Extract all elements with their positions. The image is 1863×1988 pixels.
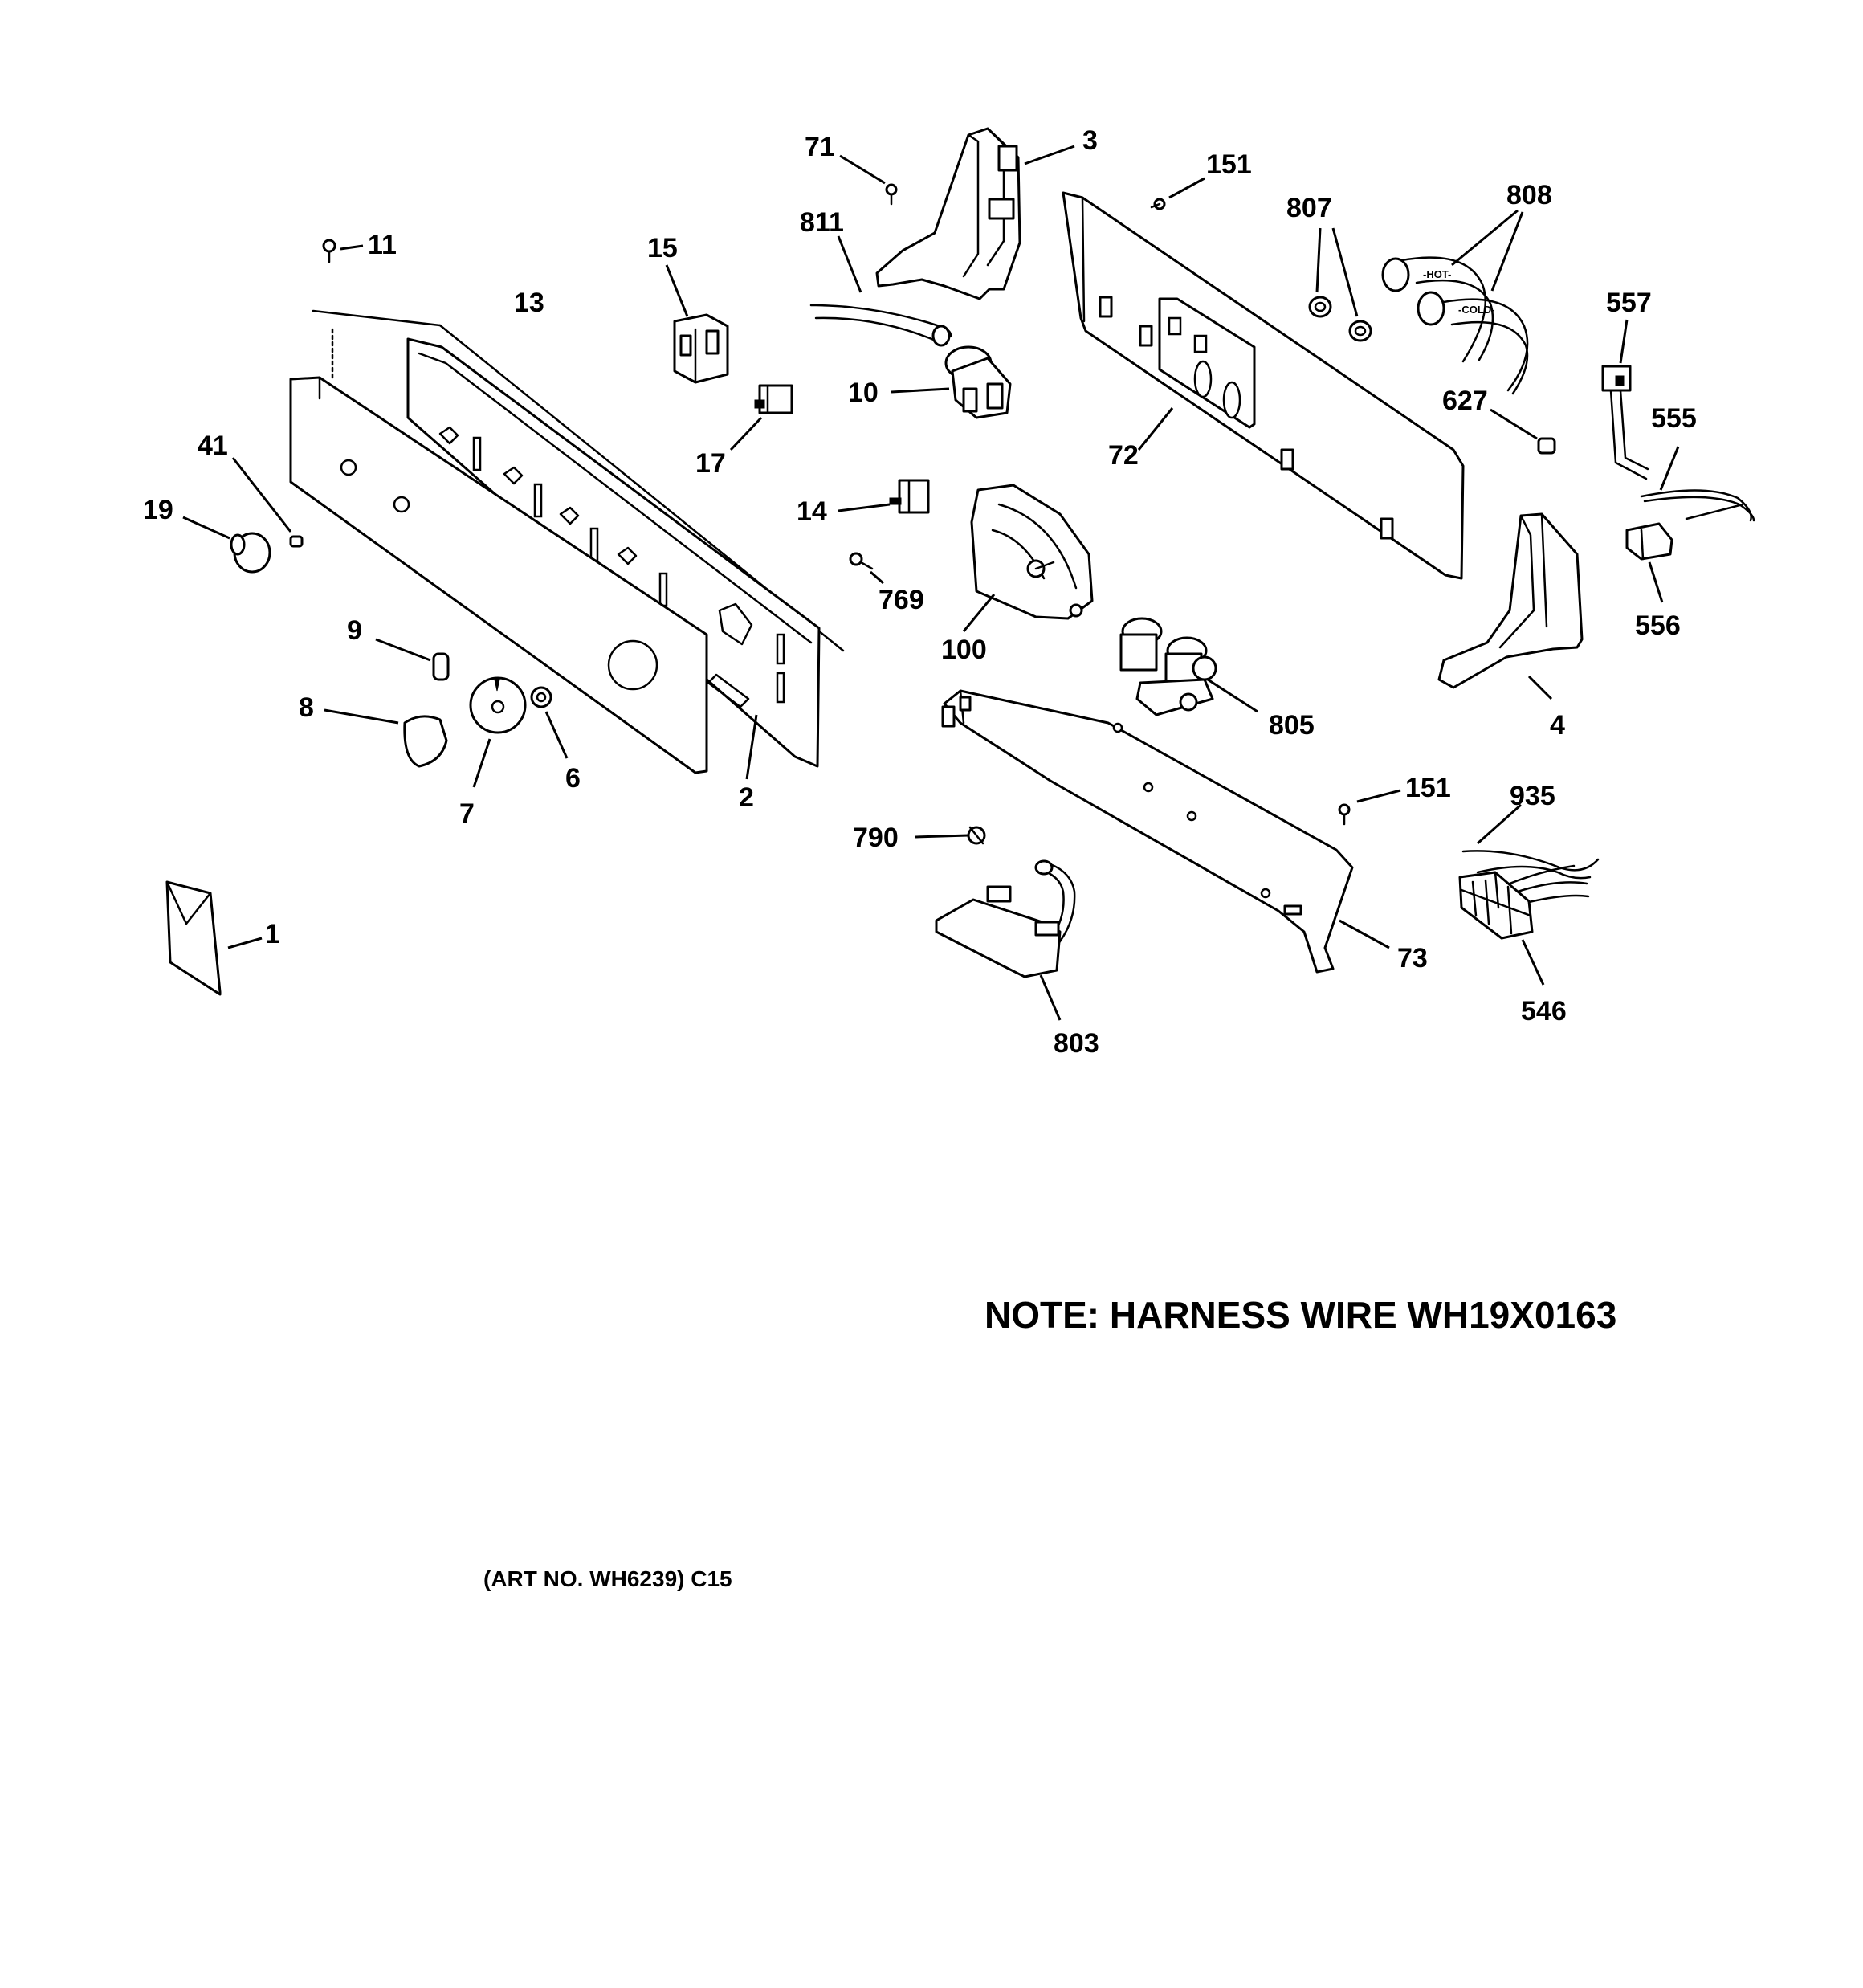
hose-hot-label: -HOT- [1423, 268, 1451, 280]
part-41-spring-clip [231, 457, 304, 548]
part-627-grommet [1490, 408, 1556, 455]
callout-808: 808 [1506, 180, 1552, 210]
callout-1: 1 [265, 919, 280, 949]
part-9-clip [375, 638, 450, 681]
callout-790: 790 [853, 823, 899, 853]
part-71-screw [839, 154, 898, 206]
part-2-front-panel [289, 376, 758, 780]
part-808-inlet-hoses: -HOT- -COLD- [1381, 209, 1529, 395]
part-17-switch [729, 384, 793, 451]
part-935-harness-wires [1461, 803, 1600, 904]
callout-8: 8 [299, 692, 314, 723]
part-805-water-valve [1119, 617, 1258, 716]
callout-14: 14 [797, 496, 827, 527]
part-807-washers [1308, 227, 1372, 342]
callout-2: 2 [739, 782, 754, 813]
part-1-envelope [165, 880, 263, 996]
part-3-end-cap [875, 127, 1075, 300]
callout-3: 3 [1082, 125, 1098, 156]
part-14-switch [838, 479, 930, 514]
callout-935: 935 [1510, 781, 1555, 811]
part-4-end-cap [1437, 512, 1584, 700]
callout-7: 7 [459, 798, 475, 829]
callout-15: 15 [647, 233, 678, 263]
hose-cold-label: -COLD- [1458, 304, 1495, 316]
part-769-screw [849, 552, 884, 585]
part-73-bottom-rail [941, 689, 1390, 974]
callout-labels: 1 2 3 4 6 7 8 9 10 11 13 14 15 17 19 41 … [143, 125, 1697, 1059]
callout-41: 41 [198, 431, 228, 461]
callout-72: 72 [1108, 440, 1139, 471]
callout-13: 13 [514, 288, 544, 318]
callout-100: 100 [941, 635, 987, 665]
callout-803: 803 [1054, 1028, 1099, 1059]
callout-71: 71 [805, 132, 835, 162]
harness-note: NOTE: HARNESS WIRE WH19X0163 [984, 1294, 1617, 1336]
part-72-rear-panel [1062, 191, 1465, 580]
callout-17: 17 [695, 448, 726, 479]
callout-9: 9 [347, 615, 362, 646]
callout-19: 19 [143, 495, 173, 525]
callout-811: 811 [800, 207, 844, 238]
callout-6: 6 [565, 763, 581, 794]
callout-10: 10 [848, 378, 879, 408]
art-number: (ART NO. WH6239) C15 [483, 1566, 732, 1591]
part-100-timer [962, 484, 1094, 632]
part-546-harness-connector [1458, 871, 1545, 986]
part-151-screw-top [1150, 177, 1205, 210]
callout-4: 4 [1550, 710, 1565, 741]
part-15-rotary-switch [665, 264, 729, 384]
part-557-power-cord [1601, 319, 1649, 480]
callout-151-bottom: 151 [1405, 773, 1451, 803]
callout-11: 11 [368, 230, 397, 260]
callout-546: 546 [1521, 996, 1567, 1027]
part-6-bushing [530, 686, 569, 759]
part-151-screw-bottom [1338, 789, 1401, 826]
callout-555: 555 [1651, 403, 1697, 434]
part-556-terminal-block [1625, 522, 1673, 603]
callout-556: 556 [1635, 610, 1681, 641]
part-10-pressure-switch [891, 345, 1012, 419]
callout-807: 807 [1286, 193, 1332, 223]
callout-73: 73 [1397, 943, 1428, 974]
part-555-wire-lead [1640, 446, 1755, 522]
part-7-dial [469, 676, 527, 788]
part-790-clamp [915, 826, 986, 845]
part-811-hose [809, 235, 952, 347]
part-803-pump [935, 859, 1076, 1021]
callout-557: 557 [1606, 288, 1652, 318]
callout-627: 627 [1442, 386, 1488, 416]
part-19-knob [182, 516, 271, 574]
part-11-screw [322, 239, 364, 379]
callout-769: 769 [879, 585, 924, 615]
callout-151-top: 151 [1206, 149, 1252, 180]
callout-805: 805 [1269, 710, 1315, 741]
part-8-timer-knob [324, 708, 448, 768]
